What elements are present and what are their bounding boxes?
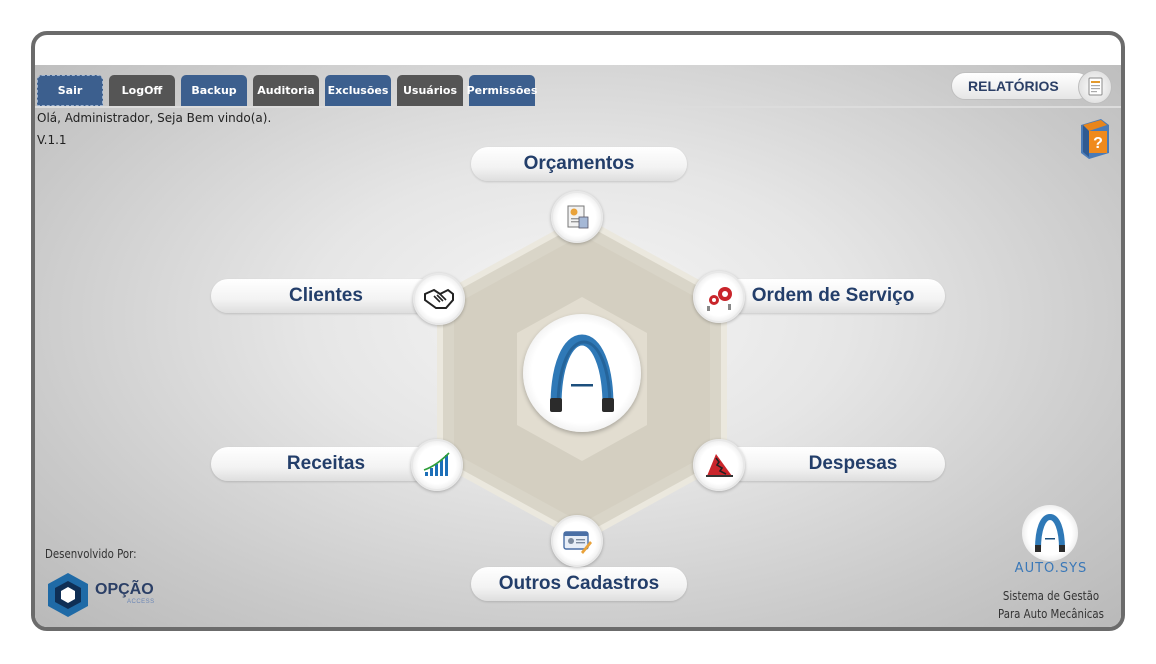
reports-button[interactable]: RELATÓRIOS [951,70,1121,104]
reports-label[interactable]: RELATÓRIOS [951,72,1091,100]
help-book-icon[interactable]: ? [1075,115,1115,159]
app-window: Sair LogOff Backup Auditoria Exclusões U… [31,31,1125,631]
report-icon[interactable] [1078,70,1112,104]
budget-document-icon[interactable] [551,191,603,243]
handshake-icon[interactable] [413,273,465,325]
developer-label: Desenvolvido Por: [45,547,137,561]
tab-logoff[interactable]: LogOff [109,75,175,106]
tab-usuarios[interactable]: Usuários [397,75,463,106]
version-label: V.1.1 [37,133,67,147]
autosys-small-logo [1022,505,1078,561]
autosys-tagline-1: Sistema de Gestão [1002,589,1100,603]
opcao-logo [45,571,91,619]
autosys-tagline-2: Para Auto Mecânicas [998,607,1104,621]
tab-exclusoes[interactable]: Exclusões [325,75,391,106]
gears-icon[interactable] [693,271,745,323]
growth-chart-icon[interactable] [411,439,463,491]
autosys-brand-name: AUTO.SYS [1014,561,1088,576]
opcao-company-name: OPÇÃO [95,581,154,598]
tab-bar-divider [35,106,1121,108]
center-autosys-logo [523,314,641,432]
welcome-message: Olá, Administrador, Seja Bem vindo(a). [37,111,272,125]
opcao-company-sub: ACCESS [127,599,155,605]
outros-cadastros-button[interactable]: Outros Cadastros [471,567,687,601]
id-card-icon[interactable] [551,515,603,567]
clientes-button[interactable]: Clientes [211,279,441,313]
despesas-button[interactable]: Despesas [721,447,945,481]
receitas-button[interactable]: Receitas [211,447,441,481]
tab-permissoes[interactable]: Permissões [467,75,537,106]
svg-text:?: ? [1093,135,1103,152]
tab-backup[interactable]: Backup [181,75,247,106]
tab-sair[interactable]: Sair [37,75,103,106]
decline-chart-icon[interactable] [693,439,745,491]
orcamentos-button[interactable]: Orçamentos [471,147,687,181]
ordem-servico-button[interactable]: Ordem de Serviço [721,279,945,313]
tab-auditoria[interactable]: Auditoria [253,75,319,106]
